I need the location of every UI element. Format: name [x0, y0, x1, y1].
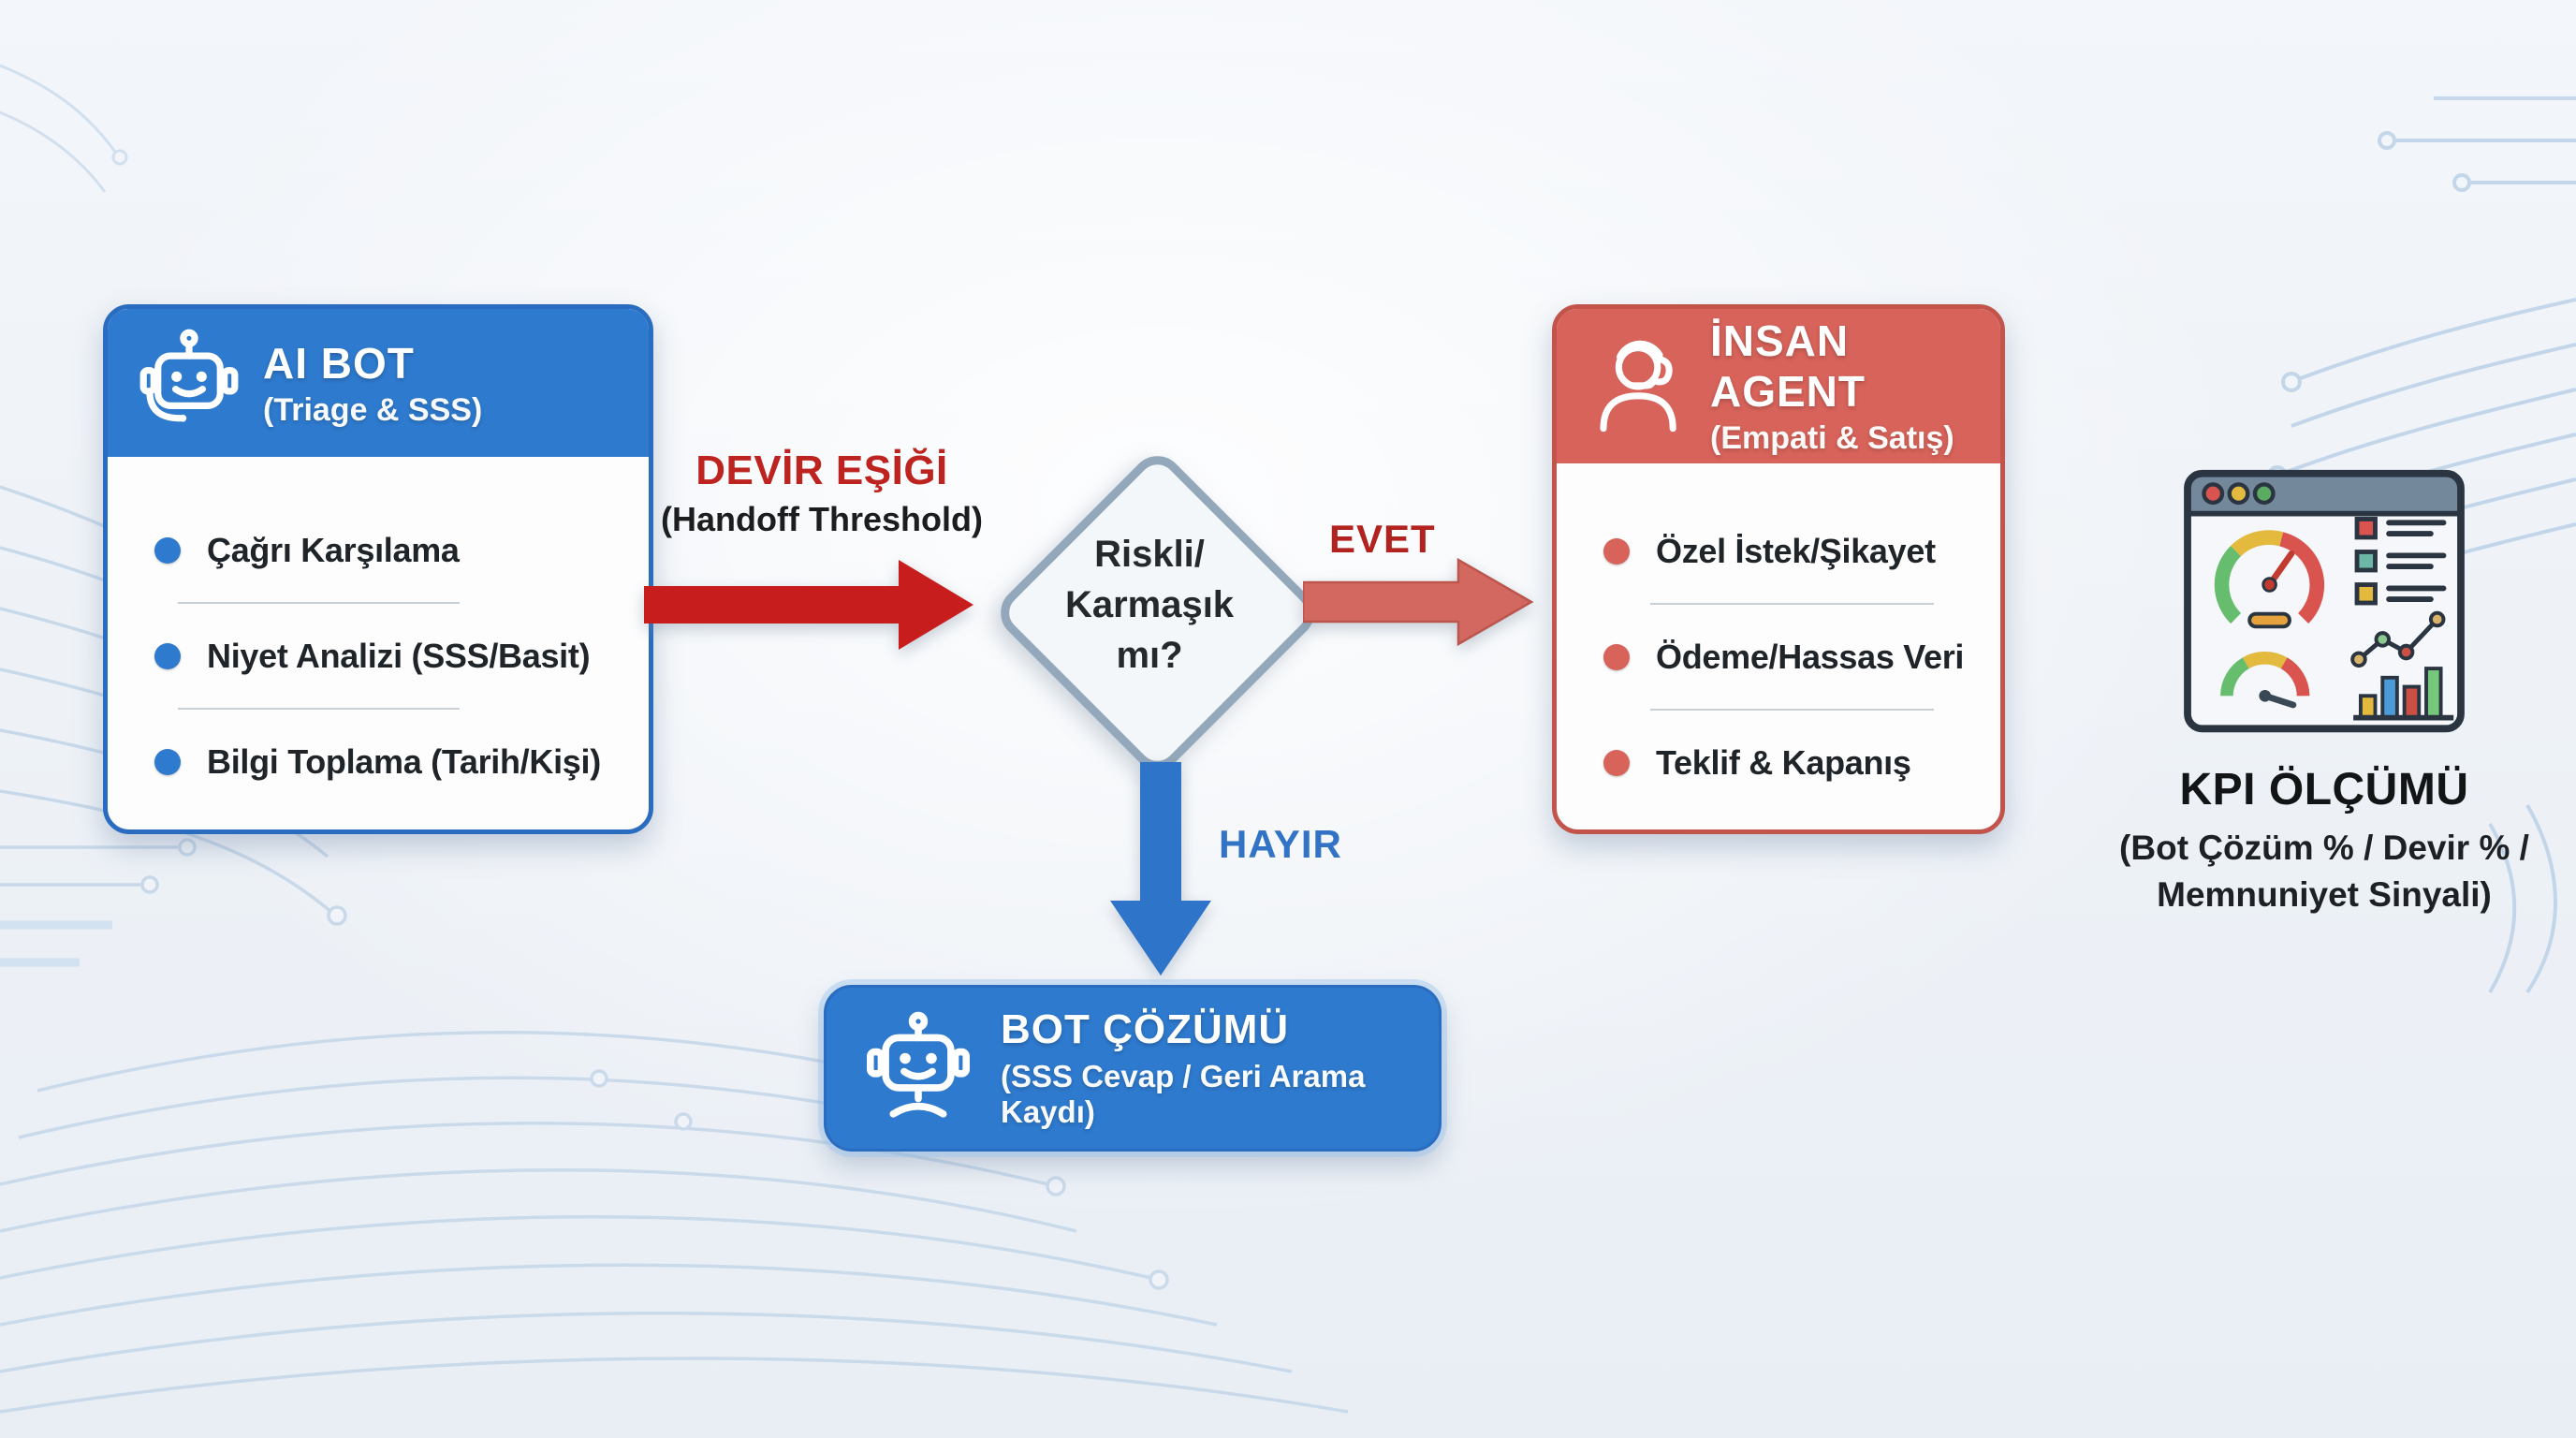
- handoff-arrow: [644, 560, 973, 650]
- decision-line: mı?: [1116, 635, 1183, 676]
- bot-cozumu-title: BOT ÇÖZÜMÜ: [1001, 1006, 1290, 1052]
- list-item-label: Özel İstek/Şikayet: [1656, 531, 1936, 570]
- bullet-dot: [154, 748, 181, 775]
- decision-line: Riskli/: [1094, 534, 1205, 575]
- bullet-dot: [154, 536, 181, 564]
- hayir-label: HAYIR: [1219, 822, 1342, 866]
- bot-cozumu-subtitle: (SSS Cevap / Geri Arama Kaydı): [1001, 1059, 1366, 1129]
- insan-agent-body: Özel İstek/Şikayet Ödeme/Hassas Veri Tek…: [1557, 463, 2000, 814]
- handoff-threshold-label: DEVİR EŞİĞİ (Handoff Threshold): [618, 448, 1026, 539]
- kpi-list: [2354, 517, 2378, 606]
- bullet-dot: [1603, 643, 1630, 670]
- list-item-label: Niyet Analizi (SSS/Basit): [207, 636, 591, 675]
- list-item-label: Ödeme/Hassas Veri: [1656, 637, 1965, 676]
- speedometer-gauge: [2214, 530, 2325, 629]
- evet-label: EVET: [1329, 517, 1436, 561]
- kpi-title: KPI ÖLÇÜMÜ: [2179, 765, 2469, 814]
- bullet-dot: [1603, 749, 1630, 776]
- kpi-label: KPI ÖLÇÜMÜ (Bot Çözüm % / Devir % / Memn…: [2081, 764, 2568, 918]
- headset-agent-icon: [1600, 340, 1676, 432]
- ai-bot-title: AI BOT: [263, 338, 415, 388]
- list-item-label: Bilgi Toplama (Tarih/Kişi): [207, 741, 601, 781]
- ai-bot-header: AI BOT (Triage & SSS): [108, 309, 649, 457]
- insan-agent-header: İNSAN AGENT (Empati & Satış): [1557, 309, 2000, 463]
- circuit-traces-left-thick: [0, 920, 112, 967]
- decision-line: Karmaşık: [1064, 584, 1235, 625]
- divider: [1649, 603, 1934, 605]
- list-item: Ödeme/Hassas Veri: [1557, 605, 2000, 709]
- list-item: Bilgi Toplama (Tarih/Kişi): [108, 710, 649, 814]
- decision-text: Riskli/ Karmaşık mı?: [994, 449, 1305, 760]
- hayir-arrow: [1110, 762, 1211, 976]
- insan-agent-card: İNSAN AGENT (Empati & Satış) Özel İstek/…: [1552, 304, 2005, 834]
- divider: [178, 708, 460, 710]
- decision-diamond: Riskli/ Karmaşık mı?: [989, 445, 1325, 781]
- evet-arrow: [1303, 557, 1534, 647]
- circuit-traces-topleft: [0, 64, 128, 193]
- list-item: Özel İstek/Şikayet: [1557, 499, 2000, 603]
- list-item: Teklif & Kapanış: [1557, 711, 2000, 814]
- list-item: Niyet Analizi (SSS/Basit): [108, 604, 649, 708]
- kpi-list-lines: [2386, 520, 2447, 603]
- insan-agent-subtitle: (Empati & Satış): [1710, 420, 1954, 456]
- divider: [1649, 709, 1934, 711]
- half-gauge: [2220, 652, 2310, 709]
- circuit-traces-bottom: [0, 1031, 1349, 1414]
- ai-bot-body: Çağrı Karşılama Niyet Analizi (SSS/Basit…: [108, 457, 649, 814]
- bullet-dot: [154, 642, 181, 669]
- mini-bar-chart: [2353, 667, 2454, 721]
- list-item: Çağrı Karşılama: [108, 498, 649, 602]
- mini-line-chart: [2350, 610, 2446, 668]
- robot-icon: [139, 329, 239, 422]
- handoff-subtitle: (Handoff Threshold): [661, 500, 983, 538]
- divider: [178, 602, 460, 604]
- robot-icon: [867, 1011, 970, 1118]
- kpi-subtitle-line1: (Bot Çözüm % / Devir % /: [2119, 829, 2529, 867]
- list-item-label: Teklif & Kapanış: [1656, 742, 1911, 782]
- handoff-title: DEVİR EŞİĞİ: [695, 448, 948, 493]
- ai-bot-card: AI BOT (Triage & SSS) Çağrı Karşılama Ni…: [103, 304, 653, 834]
- bot-cozumu-card: BOT ÇÖZÜMÜ (SSS Cevap / Geri Arama Kaydı…: [824, 985, 1442, 1152]
- bullet-dot: [1603, 537, 1630, 565]
- list-item-label: Çağrı Karşılama: [207, 530, 460, 569]
- ai-bot-subtitle: (Triage & SSS): [263, 391, 483, 428]
- window-dots: [2202, 482, 2276, 506]
- kpi-subtitle-line2: Memnuniyet Sinyali): [2157, 875, 2492, 914]
- kpi-dashboard-icon: [2184, 469, 2465, 733]
- insan-agent-title: İNSAN AGENT: [1710, 316, 1866, 416]
